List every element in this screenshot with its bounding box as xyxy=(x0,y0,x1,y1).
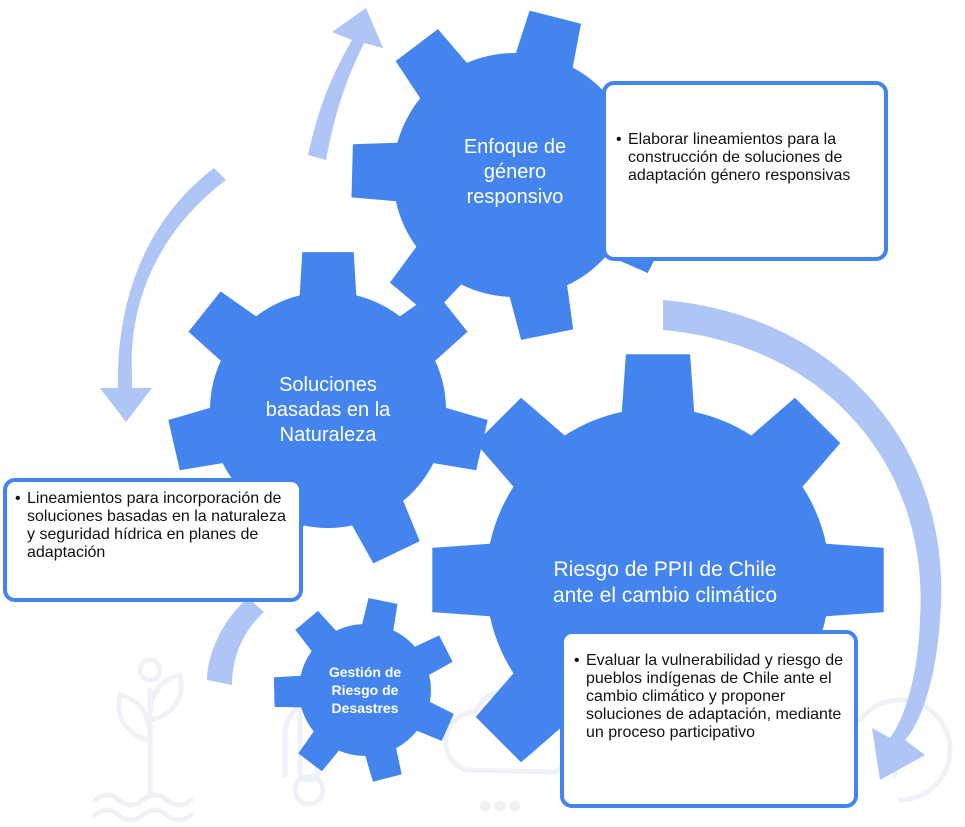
arrow-top-left xyxy=(308,8,383,160)
description-box-naturaleza: Lineamientos para incorporación de soluc… xyxy=(3,478,303,602)
gear-label-genero: Enfoque de género responsivo xyxy=(425,132,605,212)
gear-label-line: Soluciones xyxy=(279,373,377,396)
cycle-arrows xyxy=(100,8,942,780)
arrow-bottom-left xyxy=(207,598,264,685)
gear-label-line: género xyxy=(483,160,547,183)
gear-label-desastres: Gestión de Riesgo de Desastres xyxy=(310,660,420,720)
gear-label-riesgo-ppii: Riesgo de PPII de Chile ante el cambio c… xyxy=(510,555,820,611)
gear-label-naturaleza: Soluciones basadas en la Naturaleza xyxy=(238,370,418,450)
sprout-icon xyxy=(116,657,184,798)
gear-label-line: Naturaleza xyxy=(279,423,377,446)
gear-label-line: Desastres xyxy=(331,700,399,716)
gear-genero xyxy=(351,10,675,340)
water-waves-icon xyxy=(92,792,194,823)
gear-label-line: Gestión de xyxy=(328,664,402,680)
bullet-list: Lineamientos para incorporación de soluc… xyxy=(15,490,291,562)
gear-label-line: Enfoque de xyxy=(463,135,567,158)
gear-label-line: responsivo xyxy=(466,185,564,208)
gear-label-line: basadas en la xyxy=(265,398,391,421)
bullet-item: Evaluar la vulnerabilidad y riesgo de pu… xyxy=(574,652,844,742)
description-box-genero: Elaborar lineamientos para la construcci… xyxy=(602,81,888,261)
gear-desastres xyxy=(273,598,454,782)
bullet-list: Elaborar lineamientos para la construcci… xyxy=(616,131,874,185)
bullet-item: Lineamientos para incorporación de soluc… xyxy=(15,490,291,562)
arrow-left xyxy=(100,168,226,422)
gear-label-line: Riesgo de PPII de Chile xyxy=(553,558,777,581)
gear-label-line: Riesgo de xyxy=(331,682,399,698)
description-box-riesgo-ppii: Evaluar la vulnerabilidad y riesgo de pu… xyxy=(560,630,858,808)
arrow-right-big xyxy=(663,300,942,780)
bullet-item: Elaborar lineamientos para la construcci… xyxy=(616,131,874,185)
bullet-list: Evaluar la vulnerabilidad y riesgo de pu… xyxy=(574,652,844,742)
gear-label-line: ante el cambio climático xyxy=(552,584,778,607)
